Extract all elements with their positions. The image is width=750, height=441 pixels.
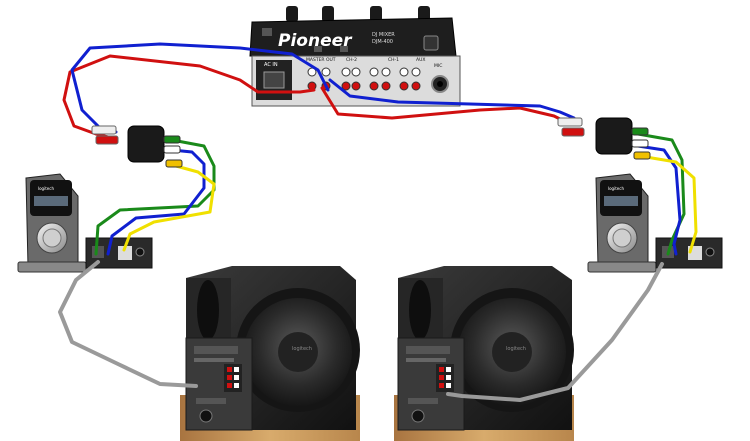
- mixer-brand-logo: Pioneer: [278, 31, 353, 51]
- cable-gray-left: [58, 260, 198, 388]
- left-speaker-logo: logitech: [292, 346, 312, 352]
- cable-yellow-right: [638, 154, 698, 254]
- cable-blue-right: [328, 78, 576, 120]
- cables: [58, 42, 698, 402]
- right-y-adapter: [557, 117, 651, 160]
- mixer-label-ac-in: AC IN: [264, 62, 278, 68]
- right-speaker-logo: logitech: [506, 346, 526, 352]
- left-controller-brand: logitech: [38, 186, 54, 191]
- left-speaker: logitech: [180, 266, 360, 441]
- right-logitech-controller: logitech: [587, 173, 723, 273]
- cable-green-left: [94, 138, 216, 256]
- cable-green-right: [636, 132, 686, 256]
- left-logitech-controller: logitech: [17, 173, 153, 273]
- cable-blue-left-to-controller: [106, 148, 206, 256]
- mixer-label-master-out: MASTER OUT: [306, 57, 336, 63]
- cable-gray-right: [446, 262, 664, 402]
- cable-blue-left: [70, 42, 330, 134]
- mixer-label-mic: MIC: [434, 63, 442, 69]
- cable-red-left: [62, 54, 316, 140]
- cable-red-right: [320, 86, 572, 126]
- mixer-model-line-2: DJM-400: [372, 39, 393, 45]
- right-controller-brand: logitech: [608, 186, 624, 191]
- mixer-model-line-1: DJ MIXER: [372, 32, 395, 38]
- mixer-label-aux: AUX: [416, 57, 425, 63]
- pioneer-mixer: Pioneer DJ MIXER DJM-400 AC IN MASTER OU…: [249, 6, 461, 107]
- left-y-adapter: [91, 125, 183, 168]
- cable-yellow-left: [122, 164, 216, 252]
- mixer-label-ch2: CH-2: [346, 57, 357, 63]
- mixer-label-ch1: CH-1: [388, 57, 399, 63]
- cable-blue-right-to-controller: [636, 144, 682, 256]
- right-speaker: logitech: [394, 266, 574, 441]
